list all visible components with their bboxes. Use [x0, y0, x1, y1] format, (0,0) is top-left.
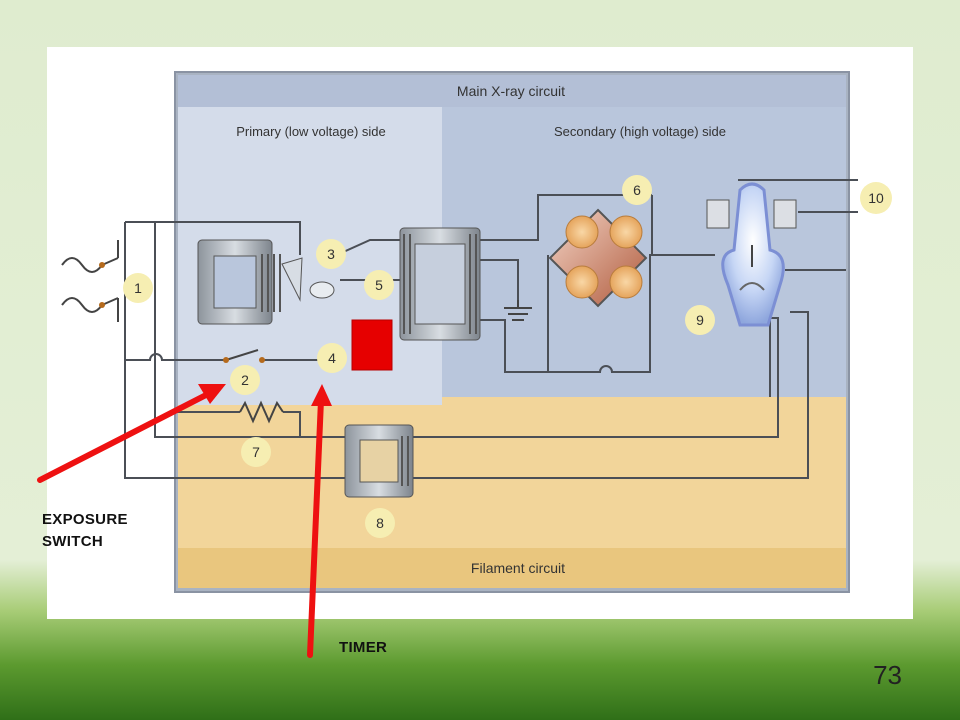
main-switch-icon — [101, 240, 119, 322]
terminal-icon-2 — [99, 302, 105, 308]
marker-label-6: 6 — [633, 182, 641, 198]
exposure-switch-label: EXPOSURE SWITCH — [42, 509, 128, 553]
xray-tube-icon — [706, 182, 797, 327]
switch-terminal-icon-2 — [259, 357, 265, 363]
marker-9 — [685, 305, 715, 335]
marker-6 — [622, 175, 652, 205]
exposure-label-line1: EXPOSURE — [42, 511, 128, 528]
marker-3 — [316, 239, 346, 269]
filament-transformer-icon — [344, 424, 414, 498]
marker-2 — [230, 365, 260, 395]
filament-region — [178, 292, 846, 588]
exposure-switch-arrow — [37, 391, 211, 483]
autotransformer-icon — [197, 239, 335, 325]
number-markers: 1 2 3 4 5 6 7 8 9 10 — [123, 175, 892, 538]
marker-label-9: 9 — [696, 312, 704, 328]
marker-label-8: 8 — [376, 515, 384, 531]
highlight-box — [351, 319, 393, 371]
marker-label-5: 5 — [375, 277, 383, 293]
ac-source-icon — [61, 257, 103, 273]
marker-4 — [317, 343, 347, 373]
marker-10 — [860, 182, 892, 214]
filament-circuit-label: Filament circuit — [471, 560, 565, 576]
main-circuit-header — [178, 75, 846, 107]
secondary-region — [442, 107, 846, 397]
marker-5 — [364, 270, 394, 300]
filament-resistor-icon — [239, 400, 284, 424]
marker-8 — [365, 508, 395, 538]
marker-7 — [241, 437, 271, 467]
ground-icon — [504, 300, 532, 321]
exposure-switch-icon — [225, 349, 259, 361]
marker-label-2: 2 — [241, 372, 249, 388]
marker-label-7: 7 — [252, 444, 260, 460]
timer-arrow — [307, 397, 324, 658]
main-circuit-title: Main X-ray circuit — [457, 83, 565, 99]
filament-header — [178, 548, 846, 588]
high-voltage-transformer-icon — [399, 227, 481, 341]
marker-label-10: 10 — [868, 190, 884, 206]
terminal-icon — [99, 262, 105, 268]
marker-label-1: 1 — [134, 280, 142, 296]
timer-label: TIMER — [339, 639, 388, 656]
rectifier-bridge-icon — [548, 208, 648, 308]
ac-source-icon-2 — [61, 297, 103, 313]
page-number: 73 — [873, 660, 902, 690]
marker-1 — [123, 273, 153, 303]
callout-arrows — [37, 384, 332, 658]
marker-label-4: 4 — [328, 350, 336, 366]
secondary-side-label: Secondary (high voltage) side — [554, 124, 726, 139]
timer-arrowhead — [311, 384, 332, 406]
primary-side-label: Primary (low voltage) side — [236, 124, 386, 139]
marker-label-3: 3 — [327, 246, 335, 262]
switch-terminal-icon — [223, 357, 229, 363]
exposure-arrowhead — [198, 384, 226, 404]
exposure-label-line2: SWITCH — [42, 533, 103, 550]
